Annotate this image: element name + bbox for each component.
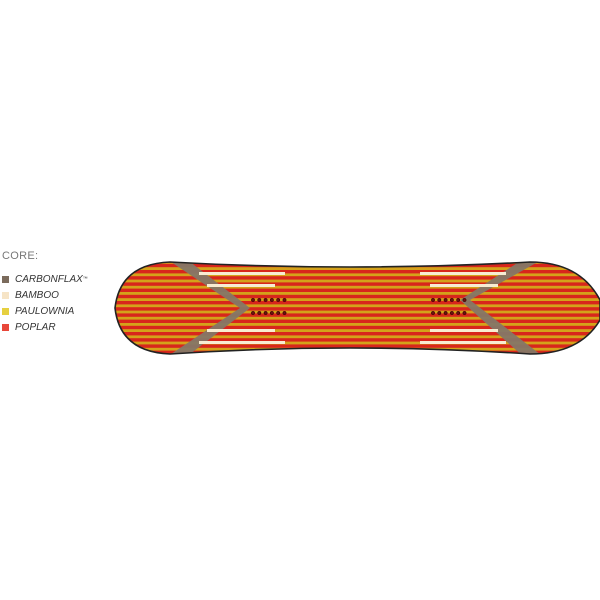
insert-hole [431, 298, 435, 302]
poplar-swatch [2, 323, 9, 331]
insert-hole [456, 311, 461, 315]
bamboo-rod [420, 272, 506, 275]
bamboo-rod [199, 341, 285, 344]
bamboo-rod [430, 284, 498, 287]
insert-hole [437, 298, 442, 302]
paulownia-stripe [115, 323, 600, 326]
carbonflax-strip [165, 308, 250, 354]
legend-title: CORE: [2, 250, 39, 262]
bamboo-rod [199, 272, 285, 275]
bamboo-swatch [2, 291, 9, 299]
insert-hole [282, 298, 287, 302]
paulownia-swatch [2, 307, 9, 315]
insert-hole [251, 311, 255, 315]
bamboo-rods [199, 272, 506, 344]
insert-hole [276, 311, 281, 315]
legend-item-bamboo: BAMBOO [2, 287, 88, 303]
paulownia-stripe [115, 298, 600, 301]
bamboo-rod [207, 329, 275, 332]
legend-label: BAMBOO [15, 289, 59, 301]
legend-label: PAULOWNIA [15, 305, 75, 317]
insert-hole [263, 311, 268, 315]
insert-hole [449, 298, 454, 302]
insert-hole [431, 311, 435, 315]
paulownia-stripe [115, 335, 600, 339]
legend-item-poplar: POPLAR [2, 319, 88, 335]
insert-hole [263, 298, 268, 302]
paulownia-stripe [115, 292, 600, 295]
bamboo-rod [420, 341, 506, 344]
board-core [115, 262, 600, 354]
insert-hole [276, 298, 281, 302]
legend-item-paulownia: PAULOWNIA [2, 303, 88, 319]
paulownia-stripe [115, 285, 600, 289]
insert-hole [456, 298, 461, 302]
insert-hole [251, 298, 255, 302]
binding-inserts [251, 298, 467, 315]
carbonflax-stringers [165, 262, 545, 354]
bamboo-rod [207, 284, 275, 287]
paulownia-stripe [115, 304, 600, 308]
carbonflax-strip [460, 262, 545, 300]
paulownia-stripe [115, 329, 600, 332]
insert-hole [443, 298, 448, 302]
insert-hole [257, 311, 262, 315]
insert-hole [269, 311, 274, 315]
carbonflax-strip [460, 300, 545, 354]
paulownia-stripe [115, 341, 600, 345]
insert-hole [443, 311, 448, 315]
trademark-mark: ™ [82, 276, 88, 282]
legend-label: POPLAR [15, 321, 56, 333]
insert-hole [462, 311, 467, 315]
insert-hole [437, 311, 442, 315]
carbonflax-strip [165, 262, 250, 308]
insert-hole [449, 311, 454, 315]
paulownia-stripe [115, 279, 600, 283]
paulownia-stripe [115, 267, 600, 270]
paulownia-stripe [115, 310, 600, 314]
insert-hole [269, 298, 274, 302]
legend-label: CARBONFLAX [15, 273, 83, 285]
paulownia-stripe [115, 316, 600, 320]
insert-hole [282, 311, 287, 315]
carbonflax-swatch [2, 275, 9, 283]
insert-hole [257, 298, 262, 302]
bamboo-rod [430, 329, 498, 332]
insert-hole [462, 298, 467, 302]
paulownia-stripe [115, 273, 600, 277]
